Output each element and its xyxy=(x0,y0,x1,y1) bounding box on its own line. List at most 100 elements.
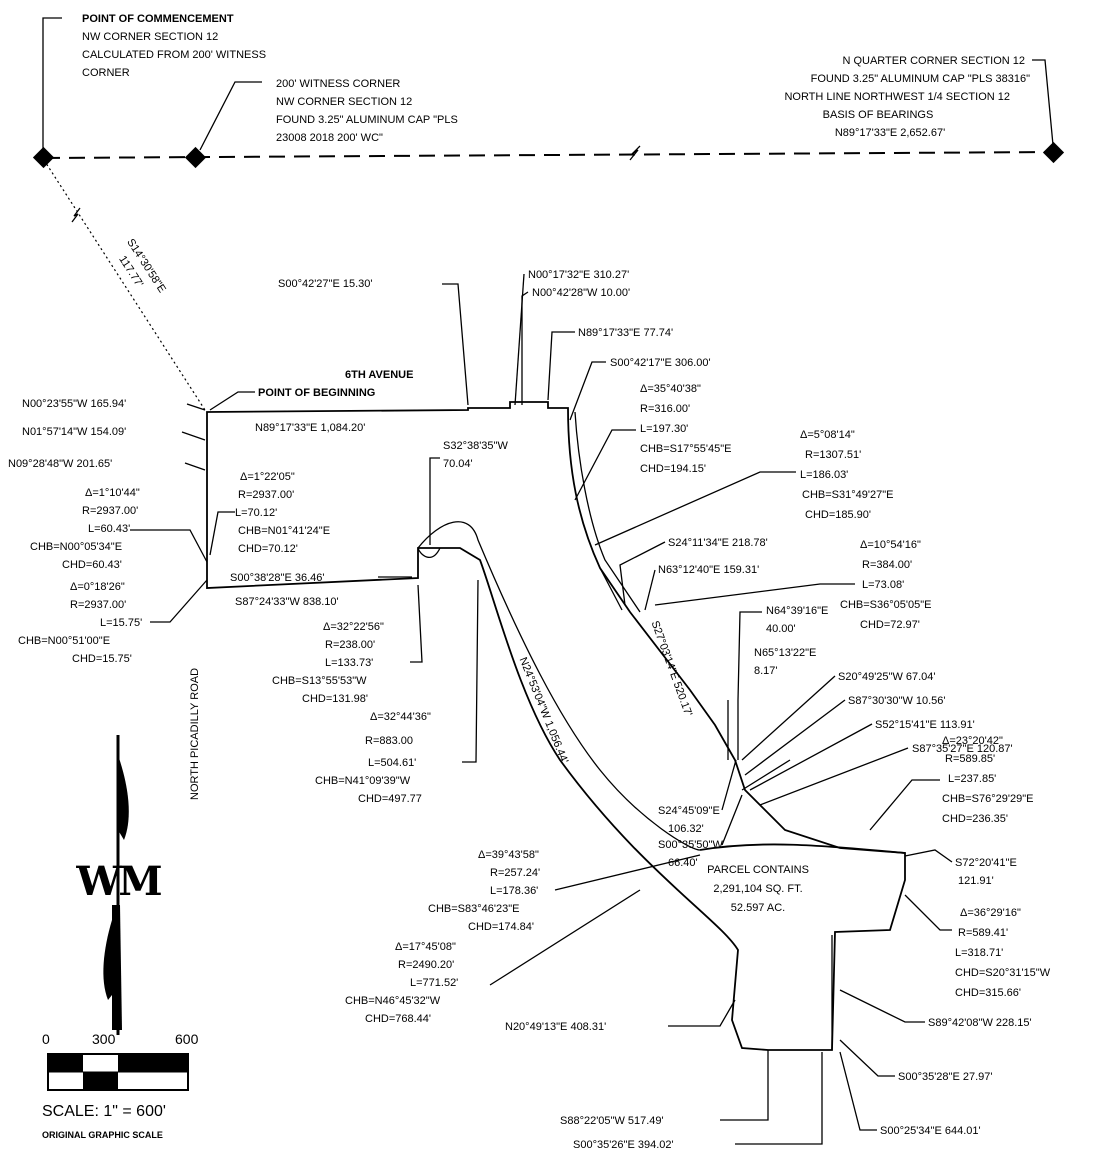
curve-text: CHD=70.12' xyxy=(238,543,298,555)
scale-note: ORIGINAL GRAPHIC SCALE xyxy=(42,1130,163,1140)
call-label: S88°22'05"W 517.49' xyxy=(560,1115,664,1127)
call-label: 40.00' xyxy=(766,623,796,635)
curve-text: L=15.75' xyxy=(100,617,142,629)
curve-text: Δ=23°20'42" xyxy=(942,735,1003,747)
call-label: 106.32' xyxy=(668,823,704,835)
curve-cv1: Δ=1°22'05" R=2937.00' L=70.12' CHB=N01°4… xyxy=(209,471,330,556)
call-label: N00°23'55"W 165.94' xyxy=(22,398,126,410)
call-label: S00°42'27"E 15.30' xyxy=(278,278,372,290)
curve-text: L=504.61' xyxy=(368,757,416,769)
curve-text: Δ=17°45'08" xyxy=(395,941,456,953)
call-label: S00°35'50"W xyxy=(658,839,723,851)
scale-tick-300: 300 xyxy=(92,1031,116,1047)
curve-text: L=178.36' xyxy=(490,885,538,897)
tie-line-break xyxy=(71,207,81,223)
curve-cv7: Δ=5°08'14" R=1307.51' L=186.03' CHB=S31°… xyxy=(594,429,893,546)
curve-text: R=238.00' xyxy=(325,639,375,651)
call-label: S87°30'30"W 10.56' xyxy=(848,695,946,707)
call-label: N89°17'33"E 1,084.20' xyxy=(255,422,365,434)
witness-leader xyxy=(199,81,262,151)
curve-text: R=589.41' xyxy=(958,927,1008,939)
scale-tick-600: 600 xyxy=(175,1031,199,1047)
call-label: N65°13'22"E xyxy=(754,647,816,659)
scale-tick-0: 0 xyxy=(42,1031,50,1047)
curve-text: CHD=185.90' xyxy=(805,509,871,521)
curve-text: CHB=S13°55'53"W xyxy=(272,675,367,687)
call-label: N01°57'14"W 154.09' xyxy=(22,426,126,438)
curve-text: Δ=39°43'58" xyxy=(478,849,539,861)
quarter-corner-leader xyxy=(1032,59,1054,146)
witness-corner-monument xyxy=(184,146,207,169)
street-west-label: NORTH PICADILLY ROAD xyxy=(189,668,201,800)
witness-line: NW CORNER SECTION 12 xyxy=(276,96,412,108)
parcel-line: 52.597 AC. xyxy=(731,902,785,914)
call-label: S00°42'17"E 306.00' xyxy=(610,357,711,369)
curve-text: CHD=131.98' xyxy=(302,693,368,705)
curve-text: L=771.52' xyxy=(410,977,458,989)
point-of-beginning-label: POINT OF BEGINNING xyxy=(258,387,375,399)
call-label: 70.04' xyxy=(443,458,473,470)
call-label: N00°17'32"E 310.27' xyxy=(528,269,629,281)
call-label: N89°17'33"E 77.74' xyxy=(578,327,673,339)
call-label: 66.40' xyxy=(668,857,698,869)
parcel-area: PARCEL CONTAINS 2,291,104 SQ. FT. 52.597… xyxy=(707,864,809,914)
call-label: S87°35'27"E 120.87' xyxy=(912,743,1013,755)
curve-text: CHD=60.43' xyxy=(62,559,122,571)
call-label: S52°15'41"E 113.91' xyxy=(875,719,975,731)
curve-text: CHD=194.15' xyxy=(640,463,706,475)
road-name: 6TH AVENUE xyxy=(345,369,413,381)
quarter-corner-label: N QUARTER CORNER SECTION 12 FOUND 3.25" … xyxy=(784,55,1030,139)
call-label: N09°28'48"W 201.65' xyxy=(8,458,112,470)
call-label: S87°24'33"W 838.10' xyxy=(235,596,339,608)
curve-text: CHB=N41°09'39"W xyxy=(315,775,411,787)
scale-label: SCALE: 1" = 600' xyxy=(42,1103,166,1120)
curve-text: CHD=768.44' xyxy=(365,1013,431,1025)
commencement-line: CALCULATED FROM 200' WITNESS xyxy=(82,49,266,61)
call-rotated-1: N24°53'04"W 1,056.44' xyxy=(517,656,571,766)
curve-text: Δ=35°40'38" xyxy=(640,383,701,395)
quarter-line: BASIS OF BEARINGS xyxy=(823,109,934,121)
curve-text: Δ=32°22'56" xyxy=(323,621,384,633)
boundary-calls: S00°42'27"E 15.30' N00°17'32"E 310.27' N… xyxy=(8,269,1032,1151)
curve-text: CHB=N46°45'32"W xyxy=(345,995,441,1007)
curve-text: R=589.85' xyxy=(945,753,995,765)
curve-text: R=2490.20' xyxy=(398,959,454,971)
curve-text: Δ=5°08'14" xyxy=(800,429,855,441)
call-label: S00°35'26"E 394.02' xyxy=(573,1139,674,1151)
curve-cv9: Δ=23°20'42" R=589.85' L=237.85' CHB=S76°… xyxy=(869,735,1033,831)
curve-cv3: Δ=0°18'26" R=2937.00' L=15.75' CHB=N00°5… xyxy=(18,579,208,665)
call-label: S20°49'25"W 67.04' xyxy=(838,671,936,683)
quarter-line: N89°17'33"E 2,652.67' xyxy=(835,127,945,139)
commencement-title: POINT OF COMMENCEMENT xyxy=(82,13,234,25)
call-label: N00°42'28"W 10.00' xyxy=(532,287,630,299)
call-label: 121.91' xyxy=(958,875,994,887)
commencement-line: CORNER xyxy=(82,67,130,79)
curve-text: CHD=174.84' xyxy=(468,921,534,933)
curve-cv12: Δ=36°29'16" R=589.41' L=318.71' CHD=S20°… xyxy=(904,894,1051,999)
curve-text: CHB=N00°51'00"E xyxy=(18,635,110,647)
curve-text: Δ=36°29'16" xyxy=(960,907,1021,919)
call-label: 8.17' xyxy=(754,665,778,677)
witness-line: FOUND 3.25" ALUMINUM CAP "PLS xyxy=(276,114,458,126)
call-label: S72°20'41"E xyxy=(955,857,1017,869)
witness-line: 23008 2018 200' WC" xyxy=(276,132,383,144)
witness-line: 200' WITNESS CORNER xyxy=(276,78,400,90)
call-label: S32°38'35"W xyxy=(443,440,508,452)
curve-text: L=133.73' xyxy=(325,657,373,669)
curve-text: CHB=N00°05'34"E xyxy=(30,541,122,553)
call-label: S00°35'28"E 27.97' xyxy=(898,1071,992,1083)
curve-text: Δ=1°10'44" xyxy=(85,487,140,499)
parcel-line: 2,291,104 SQ. FT. xyxy=(713,883,802,895)
call-label: N24°53'04"W 1,056.44' xyxy=(517,656,571,766)
curve-cv2: Δ=1°10'44" R=2937.00' L=60.43' CHB=N00°0… xyxy=(30,487,208,571)
call-label: S27°03'14"E 520.17' xyxy=(649,619,695,718)
call-label: N63°12'40"E 159.31' xyxy=(658,564,759,576)
curve-text: CHD=236.35' xyxy=(942,813,1008,825)
curve-text: L=318.71' xyxy=(955,947,1003,959)
curve-text: R=384.00' xyxy=(862,559,912,571)
curve-text: R=1307.51' xyxy=(805,449,861,461)
curve-text: Δ=0°18'26" xyxy=(70,581,125,593)
call-label: N64°39'16"E xyxy=(766,605,828,617)
commencement-leader xyxy=(42,17,62,152)
